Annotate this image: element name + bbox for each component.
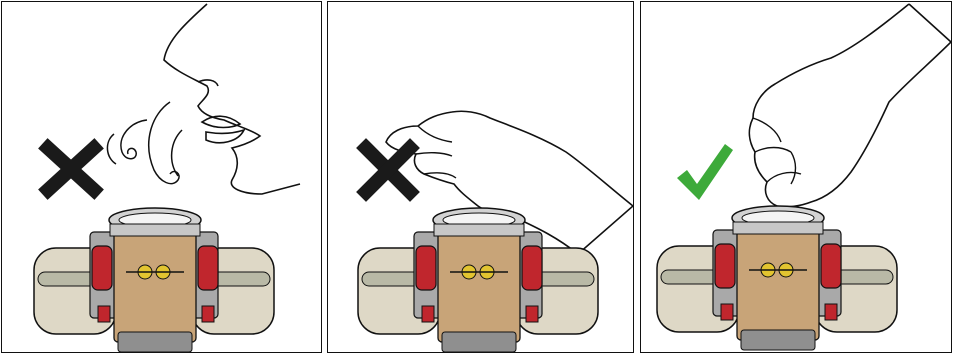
panel-3-illustration [641, 2, 952, 353]
panel-1-illustration [2, 2, 322, 353]
panel-touching-wrong [327, 1, 634, 353]
air-swirl [121, 120, 147, 159]
panel-lifting-correct [640, 1, 952, 353]
cross-icon [366, 148, 410, 192]
checkmark-icon [677, 144, 733, 200]
hand [749, 4, 951, 207]
face-profile [164, 4, 300, 194]
cross-icon [48, 148, 94, 190]
sampler-device [34, 208, 274, 352]
sampler-device [358, 208, 598, 352]
panel-blowing-wrong [1, 1, 322, 353]
lips [202, 116, 240, 127]
panel-2-illustration [328, 2, 634, 353]
sampler-device [657, 206, 897, 350]
